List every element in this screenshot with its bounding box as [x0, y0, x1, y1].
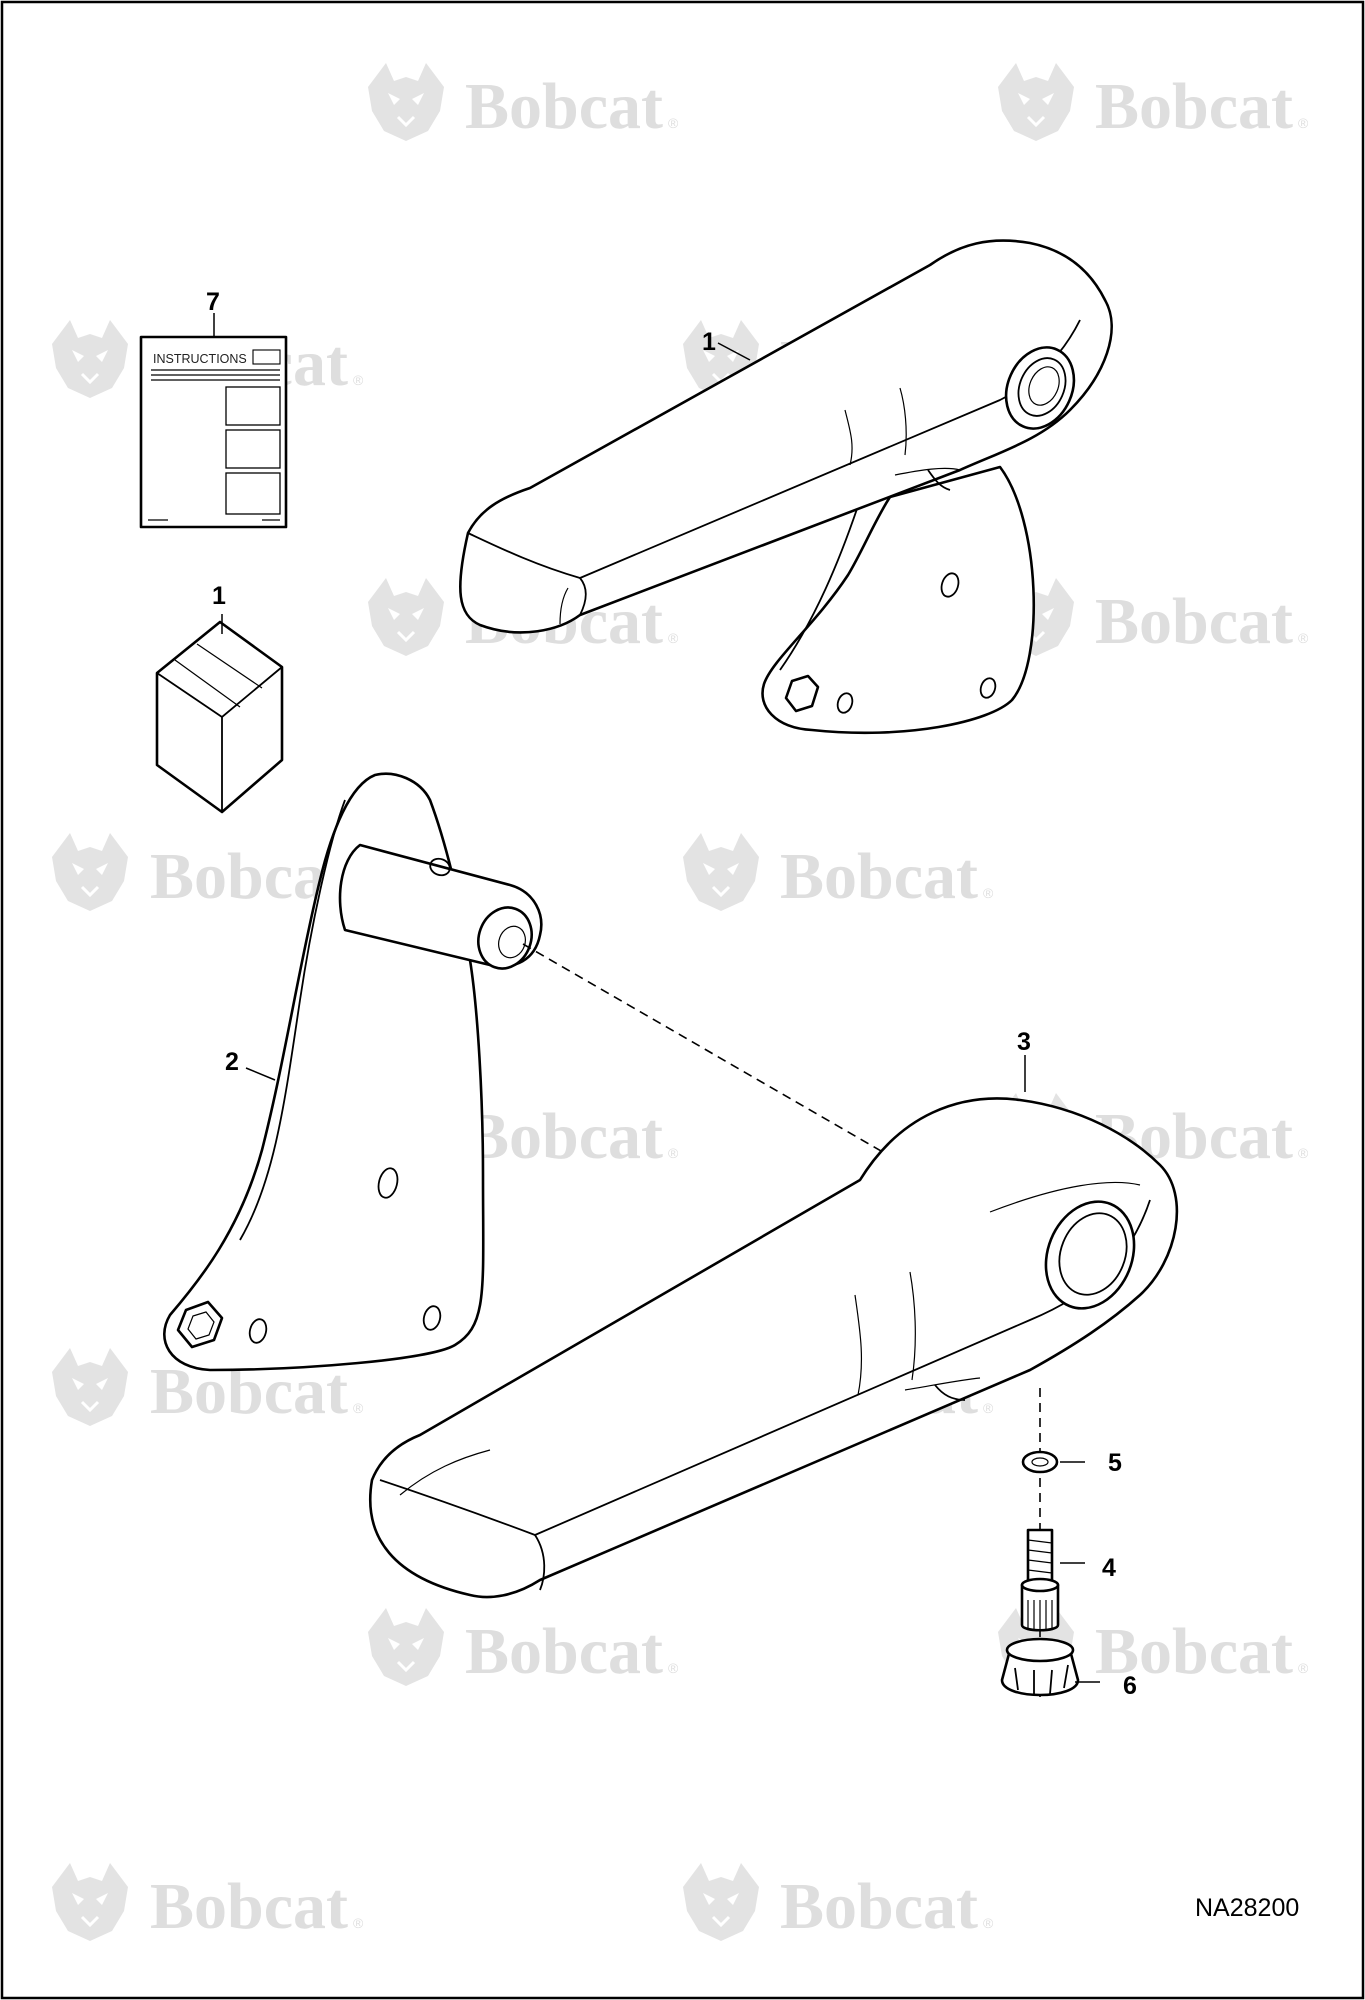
- watermark-mark: ®: [983, 1915, 994, 1931]
- watermark-mark: ®: [353, 1915, 364, 1931]
- watermark-mark: ®: [668, 630, 679, 646]
- instruction-sheet: INSTRUCTIONS: [139, 335, 288, 529]
- watermark-text: Bobcat: [465, 1100, 663, 1173]
- watermark-mark: ®: [668, 1145, 679, 1161]
- watermark-text: Bobcat: [1095, 585, 1293, 658]
- watermark-text: Bobcat: [150, 1870, 348, 1943]
- callout-4: 4: [1102, 1554, 1116, 1582]
- kit-box: [155, 620, 284, 814]
- watermark-mark: ®: [353, 1400, 364, 1416]
- callout-3: 3: [1017, 1028, 1031, 1056]
- figure-id: NA28200: [1195, 1894, 1299, 1922]
- watermark-mark: ®: [668, 1660, 679, 1676]
- watermark: Bobcat ®: [996, 1606, 1309, 1688]
- callout-1-box: 1: [212, 582, 226, 610]
- watermark-text: Bobcat: [465, 1615, 663, 1688]
- instruction-sheet-title: INSTRUCTIONS: [153, 352, 247, 366]
- callout-7: 7: [206, 288, 220, 316]
- watermark-text: Bobcat: [1095, 70, 1293, 143]
- watermark-mark: ®: [1298, 115, 1309, 131]
- callout-1-armrest: 1: [702, 328, 716, 356]
- screw: [1020, 1528, 1060, 1632]
- callout-2: 2: [225, 1048, 239, 1076]
- watermark: Bobcat ®: [366, 1091, 679, 1173]
- watermark-text: Bobcat: [780, 840, 978, 913]
- watermark-mark: ®: [983, 1400, 994, 1416]
- watermark-mark: ®: [353, 372, 364, 388]
- watermark: Bobcat ®: [681, 831, 994, 913]
- watermark-mark: ®: [1298, 1660, 1309, 1676]
- callout-5: 5: [1108, 1449, 1122, 1477]
- watermark: Bobcat ®: [996, 576, 1309, 658]
- watermark-text: Bobcat: [780, 1870, 978, 1943]
- watermark: Bobcat ®: [681, 1861, 994, 1943]
- watermark-mark: ®: [1298, 630, 1309, 646]
- watermark-text: Bobcat: [1095, 1615, 1293, 1688]
- armrest-assembly-top: [459, 239, 1113, 735]
- watermark-mark: ®: [1298, 1145, 1309, 1161]
- watermark-text: Bobcat: [465, 70, 663, 143]
- cap: [1000, 1637, 1080, 1697]
- watermark: Bobcat ®: [50, 1861, 364, 1943]
- callout-6: 6: [1123, 1672, 1137, 1700]
- watermark-mark: ®: [668, 115, 679, 131]
- washer: [1021, 1450, 1059, 1474]
- assembly-line: [522, 943, 901, 1163]
- watermark: Bobcat ®: [366, 61, 679, 143]
- watermark: Bobcat ®: [996, 61, 1309, 143]
- watermark-mark: ®: [983, 885, 994, 901]
- armrest-bottom: [369, 1097, 1179, 1599]
- watermark: Bobcat ®: [366, 1606, 679, 1688]
